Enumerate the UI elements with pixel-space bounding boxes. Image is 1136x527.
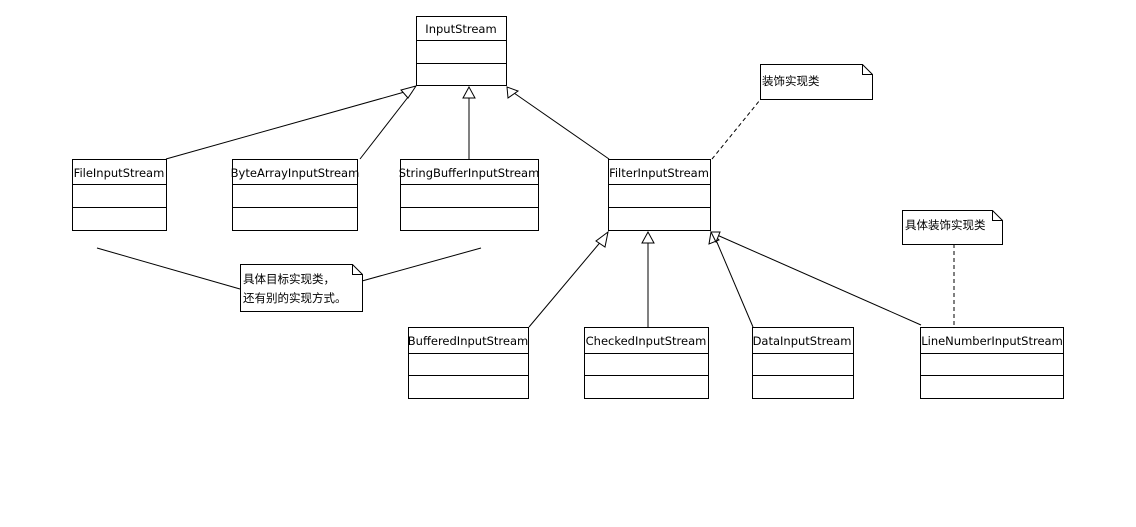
arrowhead-stringbuffer [462, 85, 476, 99]
anchor-decorator-note [711, 99, 761, 160]
edge-data-to-filter [715, 239, 754, 328]
class-string-buffer-input-stream[interactable] [400, 159, 539, 231]
anchor-target-note-right [361, 247, 482, 282]
note-text-concrete-target-line1: 具体目标实现类， [243, 272, 335, 286]
class-name-byte-array-input-stream: ByteArrayInputStream [231, 166, 360, 180]
class-file-input-stream[interactable] [72, 159, 167, 231]
class-line-number-input-stream[interactable] [920, 327, 1064, 399]
note-text-concrete-target-line2: 还有别的实现方式。 [243, 291, 347, 305]
inheritance-lines [165, 90, 922, 328]
arrowhead-file [400, 85, 418, 99]
class-checked-input-stream[interactable] [584, 327, 709, 399]
arrowhead-filter [506, 86, 520, 99]
note-concrete-target-impl[interactable] [240, 264, 363, 312]
edge-linenumber-to-filter [716, 234, 922, 326]
note-text-decorator-impl: 装饰实现类 [762, 74, 820, 88]
class-input-stream[interactable] [416, 16, 507, 86]
edge-filter-to-input [513, 92, 610, 160]
class-name-file-input-stream: FileInputStream [74, 166, 165, 180]
class-name-checked-input-stream: CheckedInputStream [586, 334, 707, 348]
class-name-string-buffer-input-stream: StringBufferInputStream [399, 166, 540, 180]
edge-file-to-input [165, 90, 409, 160]
class-name-input-stream: InputStream [425, 22, 496, 36]
edge-bytearray-to-input [359, 91, 413, 160]
class-name-data-input-stream: DataInputStream [753, 334, 852, 348]
class-name-buffered-input-stream: BufferedInputStream [408, 334, 528, 348]
anchor-target-note-left [96, 247, 241, 290]
class-filter-input-stream[interactable] [608, 159, 711, 231]
note-concrete-decorator-impl[interactable] [902, 210, 1003, 245]
arrowhead-checked [641, 230, 655, 244]
class-byte-array-input-stream[interactable] [232, 159, 358, 231]
note-decorator-impl[interactable] [760, 64, 873, 100]
class-data-input-stream[interactable] [752, 327, 854, 399]
class-name-filter-input-stream: FilterInputStream [609, 166, 709, 180]
arrowhead-buffered [595, 230, 609, 248]
note-anchors [96, 99, 955, 326]
note-text-concrete-decorator-impl: 具体装饰实现类 [905, 218, 986, 232]
inheritance-arrowheads [400, 85, 721, 248]
class-buffered-input-stream[interactable] [408, 327, 529, 399]
arrowhead-linenumber [710, 231, 721, 244]
edge-buffered-to-filter [528, 238, 604, 328]
class-name-line-number-input-stream: LineNumberInputStream [921, 334, 1063, 348]
